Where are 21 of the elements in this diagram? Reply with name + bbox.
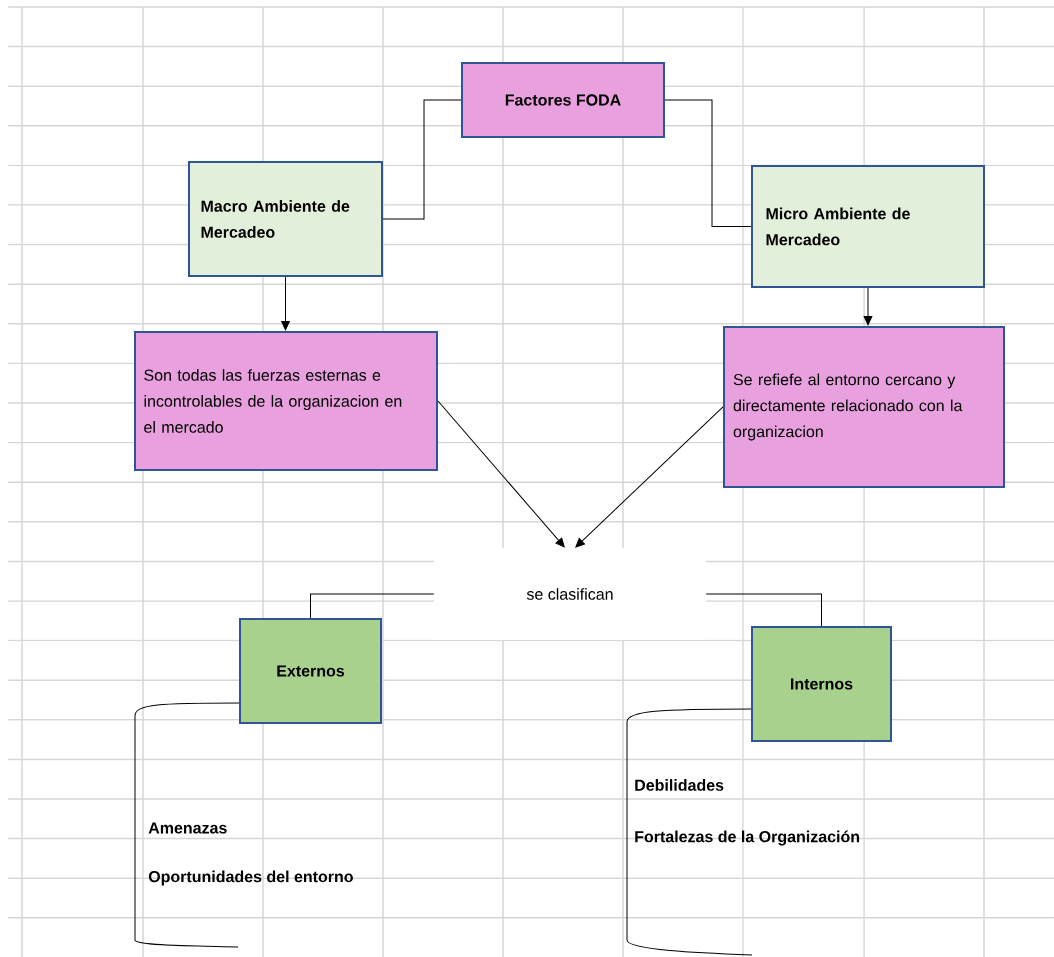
process-box: Son todas las fuerzas esternas e incontrolables de la organizacion en el mercado	[134, 331, 438, 471]
process-box: Factores FODA	[461, 62, 665, 138]
item-label: Oportunidades del entorno	[148, 870, 353, 886]
connector	[310, 593, 435, 619]
connector	[863, 287, 873, 326]
process-box: Se refiefe al entorno cercano y directamente relacionado con la organizacion	[723, 326, 1005, 488]
connector	[575, 406, 724, 548]
category-box: Internos	[751, 626, 892, 742]
connector	[664, 99, 752, 227]
connector	[382, 99, 462, 220]
connector	[281, 276, 290, 331]
category-box: Externos	[239, 618, 382, 724]
node-label: se clasifican	[526, 588, 613, 600]
process-box: Macro Ambiente de Mercadeo	[188, 161, 383, 277]
item-label: Fortalezas de la Organización	[635, 830, 860, 846]
text-box: se clasifican	[434, 548, 706, 640]
process-box: Micro Ambiente de Mercadeo	[751, 165, 985, 288]
item-label: Debilidades	[635, 779, 724, 791]
connector	[705, 593, 822, 627]
item-label: Amenazas	[148, 822, 227, 834]
connector	[437, 400, 565, 548]
